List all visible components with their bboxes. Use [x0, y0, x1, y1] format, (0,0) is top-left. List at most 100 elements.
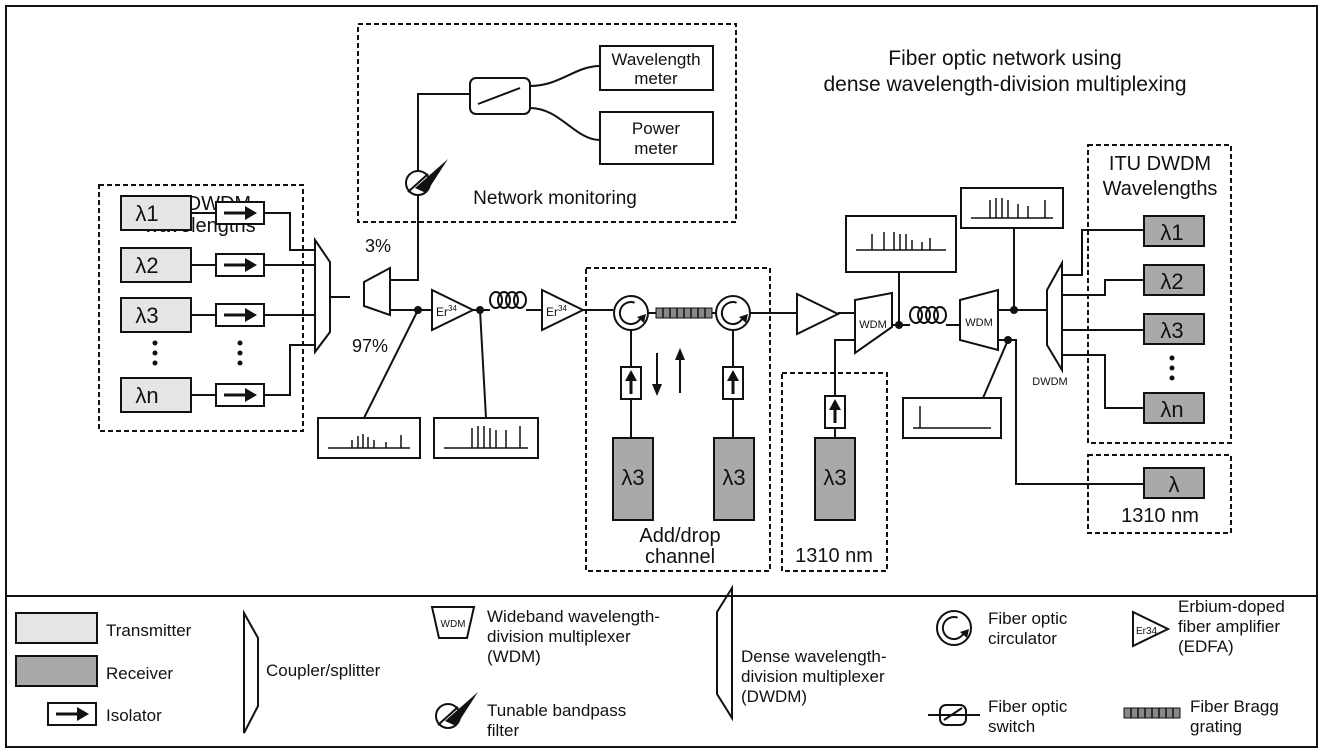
legend-circulator-line1: Fiber optic — [988, 609, 1068, 628]
legend-edfa-line3: (EDFA) — [1178, 637, 1234, 656]
legend-switch-icon — [928, 704, 980, 726]
receiver-box — [1143, 392, 1205, 424]
isolator-icon — [214, 200, 266, 226]
legend-wdm-line2: division multiplexer — [487, 627, 631, 646]
legend-circulator-icon — [936, 610, 972, 646]
transmitter-lambda-2: λ2 — [120, 247, 192, 283]
spectrum-display — [433, 417, 539, 459]
wavelength-meter — [599, 45, 714, 91]
dwdm-demux-right — [1046, 259, 1063, 374]
rx-label: λ — [1169, 472, 1180, 497]
add-transmitter: λ3 — [713, 437, 755, 521]
isolator-icon — [721, 365, 745, 401]
tx-label: λ3 — [135, 303, 158, 328]
add-drop-label-line1: Add/drop — [639, 525, 720, 547]
fiber — [191, 344, 315, 396]
isolator-icon — [214, 252, 266, 278]
itu-right-group-box — [1087, 144, 1232, 444]
spectrum-display — [845, 215, 957, 273]
fiber — [390, 195, 419, 281]
legend-tunable-filter-icon — [435, 691, 479, 729]
transmitter-box — [814, 437, 856, 521]
legend-receiver-label: Receiver — [106, 664, 173, 683]
fiber — [529, 65, 601, 141]
tx-label: λ2 — [135, 253, 158, 278]
transmitter-box — [713, 437, 755, 521]
network-monitoring-label: Network monitoring — [473, 188, 637, 209]
legend-fbg-icon — [1123, 707, 1181, 719]
edfa-label: Er34 — [436, 304, 457, 319]
fiber — [1062, 229, 1144, 276]
legend-coupler-icon — [243, 609, 259, 734]
fiber-optic-switch-icon — [469, 77, 531, 115]
legend-isolator-icon — [46, 701, 98, 727]
transmitter-lambda-3: λ3 — [120, 297, 192, 333]
wdm-mux — [854, 291, 893, 355]
diagram-title-line1: Fiber optic network using — [888, 47, 1121, 70]
legend-edfa-icon-label: Er34 — [1136, 626, 1158, 637]
rx-label: λn — [1160, 397, 1183, 422]
fiber — [191, 212, 315, 251]
receiver-lambda-3: λ3 — [1143, 313, 1205, 345]
outer-frame — [5, 5, 1318, 748]
isolator-icon — [619, 365, 643, 401]
itu-right-label-line1: ITU DWDM — [1109, 153, 1211, 175]
fiber — [1062, 354, 1144, 409]
transmitter-lambda-n: λn — [120, 377, 192, 413]
receiver-box — [612, 437, 654, 521]
legend-fbg-line2: grating — [1190, 717, 1242, 736]
fiber — [982, 339, 1144, 485]
transmitter-lambda-1: λ1 — [120, 195, 192, 231]
legend-edfa-icon — [1132, 610, 1171, 648]
add-direction-arrow — [675, 348, 685, 393]
tx-label: λ3 — [823, 465, 846, 490]
legend-isolator-label: Isolator — [106, 706, 162, 725]
transmitter-box — [120, 297, 192, 333]
legend-wdm-icon-label: WDM — [441, 619, 466, 630]
rx-label: λ3 — [621, 465, 644, 490]
legend-receiver-swatch — [15, 655, 98, 687]
legend-coupler-label: Coupler/splitter — [266, 661, 381, 680]
tx-ellipsis-dots — [152, 340, 158, 366]
legend-transmitter-label: Transmitter — [106, 621, 192, 640]
receiver-box — [1143, 313, 1205, 345]
isolator-icon — [214, 382, 266, 408]
legend-wdm-line1: Wideband wavelength- — [487, 607, 660, 626]
wdm-demux-label: WDM — [965, 317, 993, 329]
legend-filter-line1: Tunable bandpass — [487, 701, 626, 720]
tap-3pct-label: 3% — [365, 236, 391, 256]
tx-label: λ3 — [722, 465, 745, 490]
receiver-lambda-1: λ1 — [1143, 215, 1205, 247]
wavelength-meter-label-line1: Wavelength — [611, 50, 700, 69]
spectrum-display — [317, 417, 421, 459]
legend-transmitter-swatch — [15, 612, 98, 644]
fiber — [892, 272, 910, 326]
legend-filter-line2: filter — [487, 721, 519, 740]
edfa-amplifier — [541, 288, 586, 332]
1310nm-rx-label: 1310 nm — [1121, 505, 1199, 527]
tx-label: λ1 — [135, 201, 158, 226]
spectrum-display — [960, 187, 1064, 229]
edfa-amplifier — [796, 292, 841, 336]
legend-dwdm-line1: Dense wavelength- — [741, 647, 887, 666]
1310-drop-box — [1087, 454, 1232, 534]
legend-edfa-line1: Erbium-doped — [1178, 597, 1285, 616]
isolator-icon — [214, 302, 266, 328]
1310nm-label: 1310 nm — [795, 545, 873, 567]
rx-ellipsis-dots — [1169, 355, 1175, 381]
itu-left-group-box — [98, 184, 304, 432]
tx-label: λn — [135, 383, 158, 408]
legend-wdm-icon — [430, 606, 476, 639]
fiber-optic-circulator-icon — [613, 295, 649, 331]
legend-fbg-line1: Fiber Bragg — [1190, 697, 1279, 716]
legend-dwdm-icon — [716, 584, 733, 722]
legend-switch-line1: Fiber optic — [988, 697, 1068, 716]
diagram-title-line2: dense wavelength-division multiplexing — [823, 73, 1186, 96]
transmitter-1310: λ3 — [814, 437, 856, 521]
fiber — [417, 93, 470, 171]
receiver-box — [1143, 467, 1205, 499]
legend-switch-line2: switch — [988, 717, 1035, 736]
drop-receiver: λ3 — [612, 437, 654, 521]
tunable-bandpass-filter-icon — [405, 158, 449, 196]
